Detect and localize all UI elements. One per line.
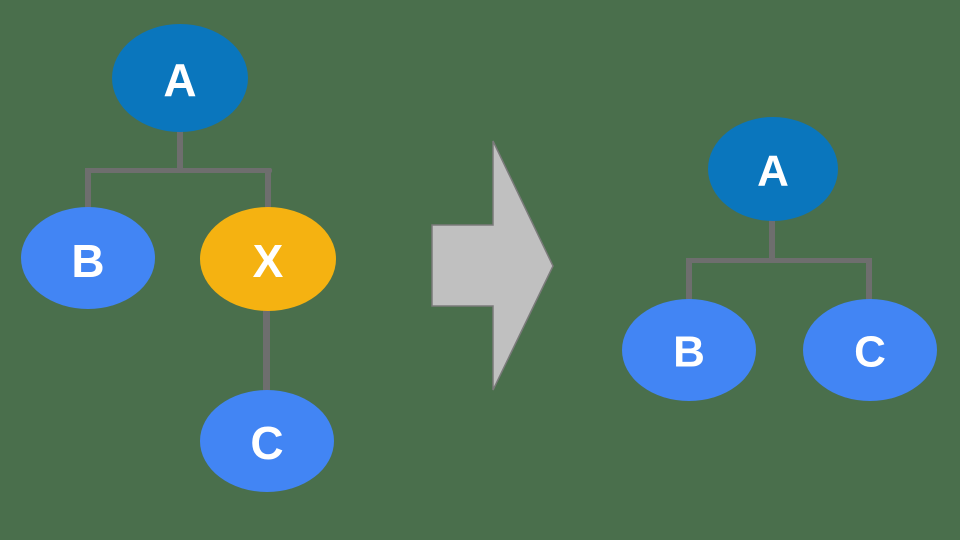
node-before-a-label: A [163,54,196,106]
edge-before-bus [85,168,272,173]
node-before-x-label: X [253,235,284,287]
node-after-b-label: B [673,328,705,377]
edge-after-a-stub [769,219,775,262]
edge-before-drop-x [265,168,271,212]
node-before-c-label: C [250,417,283,469]
node-after-c-label: C [854,328,886,377]
node-before-b[interactable]: B [21,207,155,309]
node-before-x-shape [200,207,336,311]
arrow-right-icon [431,140,554,391]
node-before-c-shape [200,390,334,492]
edge-before-drop-b [85,168,91,212]
before-tree: A B X C [21,24,336,492]
node-before-c[interactable]: C [200,390,334,492]
node-after-b[interactable]: B [622,299,756,401]
edge-before-x-c [263,308,270,394]
transform-arrow [431,140,554,391]
node-before-b-label: B [71,235,104,287]
edge-after-bus [686,258,872,263]
after-tree: A B C [622,117,937,401]
edge-after-drop-b [686,258,692,303]
node-after-c[interactable]: C [803,299,937,401]
node-after-c-shape [803,299,937,401]
node-before-a[interactable]: A [112,24,248,132]
node-after-a-label: A [757,147,789,196]
node-after-a[interactable]: A [708,117,838,221]
node-after-a-shape [708,117,838,221]
node-before-x[interactable]: X [200,207,336,311]
after-tree-connectors [686,219,872,303]
node-before-a-shape [112,24,248,132]
edge-after-drop-c [866,258,872,303]
node-before-b-shape [21,207,155,309]
node-after-b-shape [622,299,756,401]
edge-before-a-stub [177,130,183,172]
before-tree-connectors [85,130,272,394]
